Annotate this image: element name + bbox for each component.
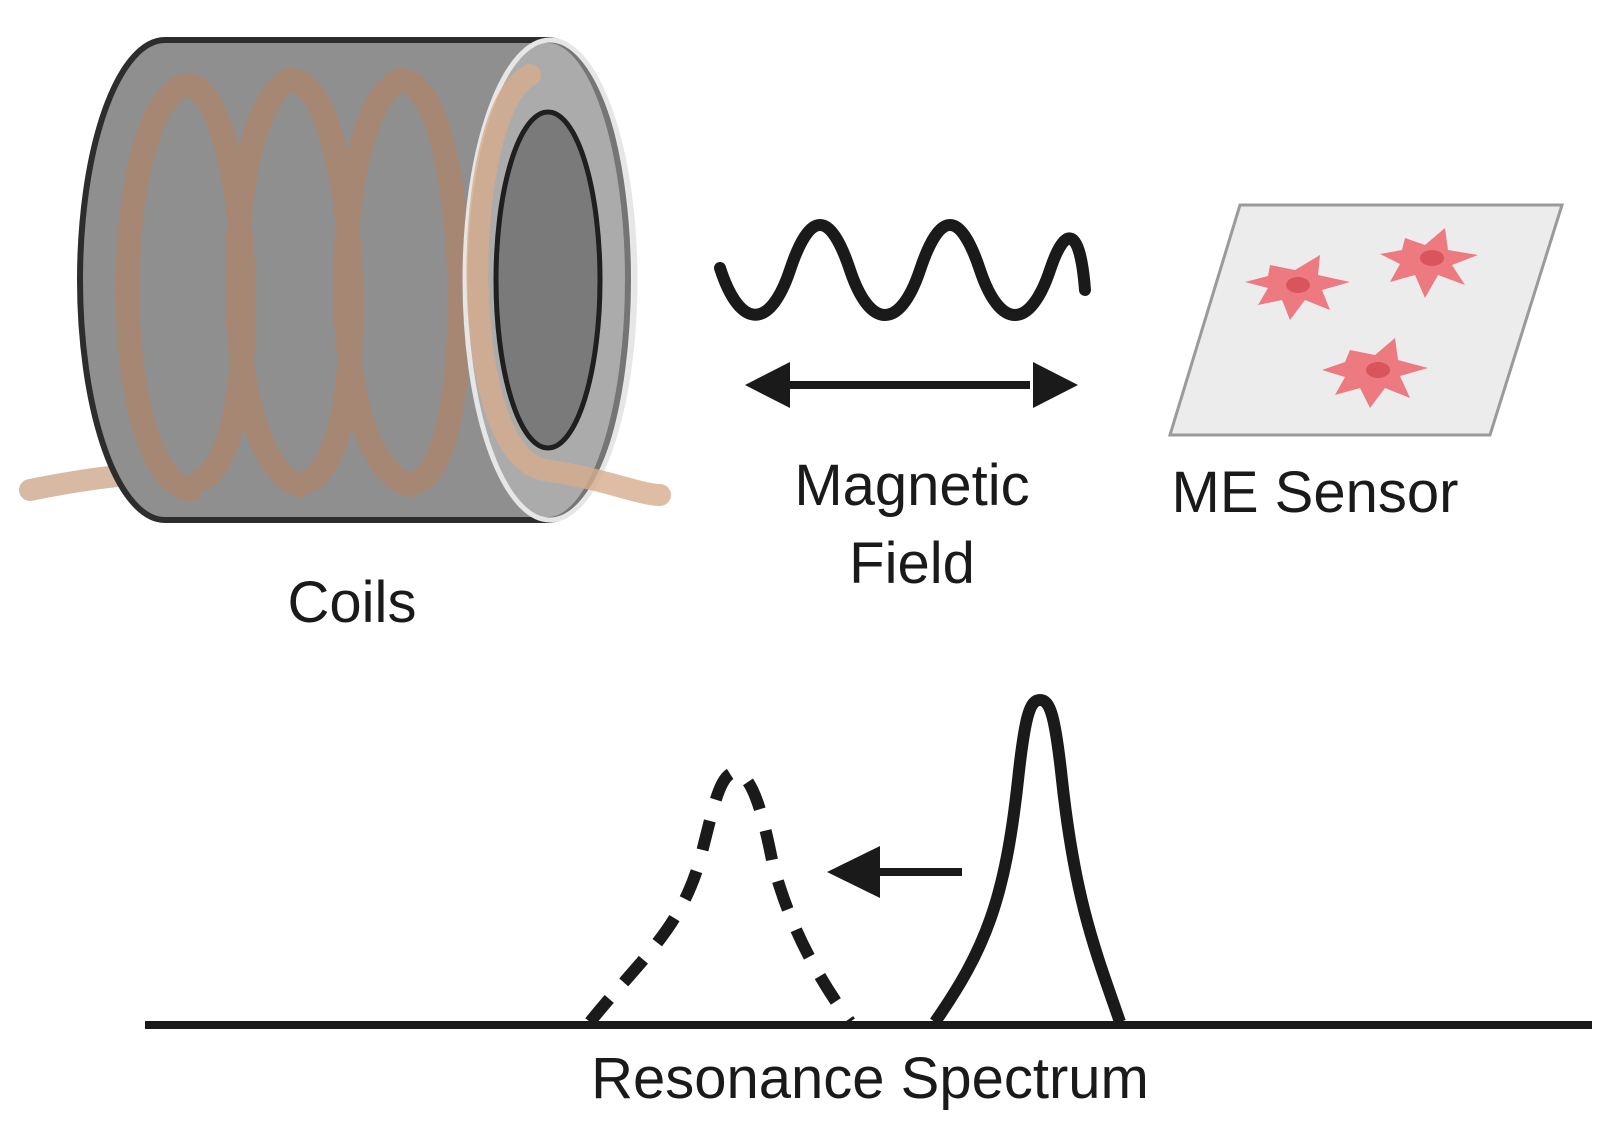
field-label-line1: Magnetic xyxy=(794,453,1029,518)
coil-wire-front-turn xyxy=(466,64,671,506)
spectrum-label: Resonance Spectrum xyxy=(591,1046,1149,1111)
field-label-line2: Field xyxy=(849,531,975,596)
cell-icon xyxy=(1380,228,1478,298)
coil-cylinder xyxy=(19,37,671,523)
coils-label: Coils xyxy=(288,570,417,635)
sensor-label: ME Sensor xyxy=(1172,460,1459,525)
cell-icon xyxy=(1245,255,1350,320)
magnetic-wave xyxy=(714,219,1091,321)
cell-icon xyxy=(1322,338,1428,408)
coil-wire-turns xyxy=(115,68,472,502)
double-arrow-icon xyxy=(745,362,1078,408)
sensor-slide xyxy=(1167,203,1565,437)
coil-bore xyxy=(493,109,603,451)
shifted-peak-dashed xyxy=(585,765,855,1026)
shift-arrow-icon xyxy=(827,846,962,898)
original-peak xyxy=(930,694,1126,1026)
